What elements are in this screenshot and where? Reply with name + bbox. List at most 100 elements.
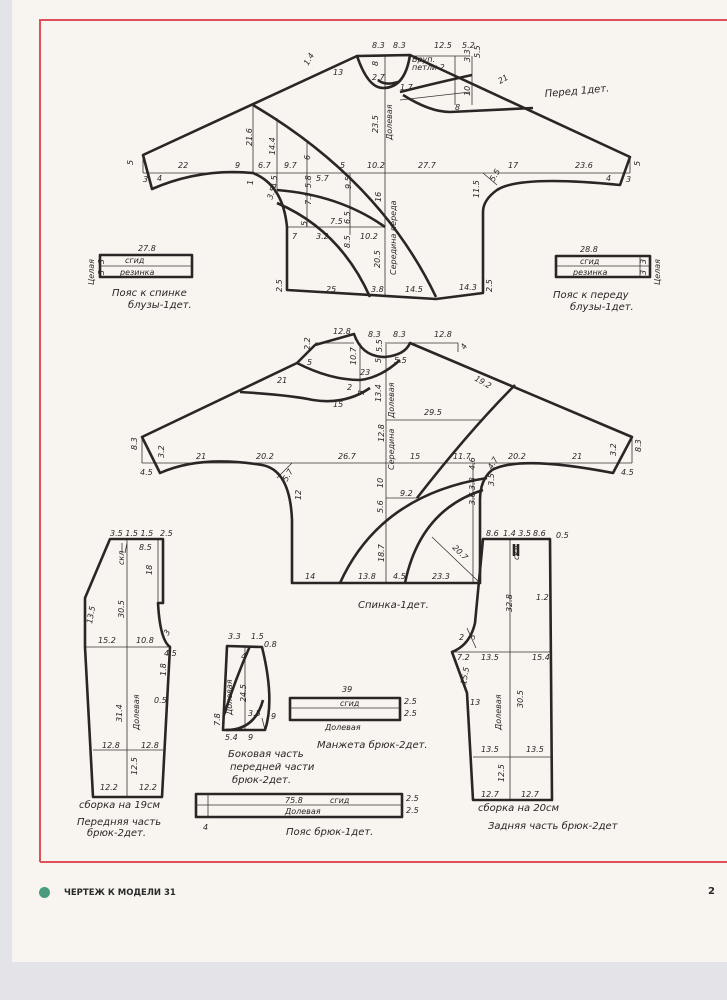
dimension-label: 3.8 (468, 477, 477, 490)
dimension-label: 75.8 (285, 796, 303, 805)
dimension-label: 25 (326, 285, 336, 294)
dimension-label: 28.8 (580, 245, 598, 254)
dimension-label: 13 (333, 68, 343, 77)
dimension-label: 4 (157, 174, 162, 183)
dimension-label: 5.7 (281, 467, 296, 483)
dimension-label: 12.8 (102, 741, 120, 750)
dimension-label: 5.5 (375, 339, 384, 352)
dimension-label: 21 (497, 73, 510, 86)
dimension-label: Долевая (385, 104, 394, 141)
dimension-label: 7.5 (330, 217, 343, 226)
dimension-label: 9.7 (284, 161, 298, 170)
dimension-label: Долевая (225, 679, 234, 716)
dimension-label: 10 (376, 478, 385, 488)
dimension-label: сгид (580, 257, 600, 266)
dimension-label: 12.7 (521, 790, 540, 799)
dimension-label: 7.3 (304, 192, 313, 205)
dimension-label: 2 (347, 383, 352, 392)
dimension-label: 3 (97, 270, 106, 275)
dimension-label: 13.5 (481, 745, 499, 754)
dimension-label: 1.7 (400, 83, 414, 92)
dimension-label: 8.6 (533, 529, 546, 538)
piece-caption: сборка на 19см (79, 799, 161, 811)
dimension-label: 2.5 (404, 709, 417, 718)
back-belt-piece (98, 253, 194, 279)
dimension-label: петли 2 (412, 63, 445, 72)
dimension-label: 39 (342, 685, 352, 694)
dimension-label: 7.2 (457, 653, 470, 662)
dimension-label: Середина переда (389, 200, 398, 275)
dimension-label: 2.5 (406, 806, 419, 815)
side-piece (221, 644, 271, 732)
dimension-label: 3.5 1.5 1.5 (110, 529, 153, 538)
dimension-label: 10.8 (136, 636, 154, 645)
dimension-label: 9.2 (400, 489, 413, 498)
dimension-label: 3 (162, 628, 172, 637)
dimension-label: 20.5 (373, 250, 382, 268)
dimension-label: 3.5 (248, 709, 261, 718)
dimension-label: 2.5 (160, 529, 173, 538)
dimension-label: 8 (455, 103, 460, 112)
dimension-label: 12.2 (100, 783, 118, 792)
dimension-label: 29.5 (424, 408, 442, 417)
dimension-label: 8.5 (343, 235, 352, 248)
dimension-label: 5.5 (488, 167, 502, 183)
dimension-label: Долевая (324, 723, 361, 732)
cuff-piece (288, 696, 402, 722)
dimension-label: 23 (360, 368, 370, 377)
dimension-label: 12.8 (141, 741, 159, 750)
dimension-label: скл (117, 551, 126, 565)
dimension-label: 4.5 (270, 175, 279, 188)
dimension-label: 14 (305, 572, 315, 581)
front-bodice-piece (141, 53, 632, 301)
dimension-label: 5 (374, 358, 383, 363)
dimension-label: 4.5 (164, 649, 177, 658)
piece-caption: Манжета брюк-2дет. (317, 739, 428, 751)
piece-caption: Передняя часть (77, 817, 161, 828)
dimension-label: 9.5 (344, 176, 353, 189)
front-trousers-piece (83, 537, 172, 799)
dimension-label: 13.5 (526, 745, 544, 754)
waistband-piece (194, 792, 404, 819)
dimension-label: Целая (87, 259, 96, 285)
dimension-label: 15.2 (98, 636, 116, 645)
dimension-label: 3.2 (316, 232, 329, 241)
dimension-label: сгид (330, 796, 350, 805)
dimension-label: 10.2 (360, 232, 378, 241)
dimension-label: 15.5 (459, 666, 471, 685)
dimension-label: 5.7 (316, 174, 330, 183)
dimension-label: 20.2 (508, 452, 526, 461)
dimension-label: 12.5 (130, 757, 139, 775)
dimension-label: 7.8 (213, 713, 222, 726)
dimension-label: 9 (248, 733, 253, 742)
dimension-label: 12.5 (434, 41, 452, 50)
piece-caption: передней части (230, 762, 315, 773)
back-trousers-piece (450, 537, 554, 802)
page-number: 2 (708, 886, 715, 897)
dimension-label: 5 (300, 221, 309, 226)
dimension-label: 13.5 (481, 653, 499, 662)
dimension-label: 23.5 (371, 115, 380, 133)
dimension-label: 22 (178, 161, 188, 170)
dimension-label: 13.8 (358, 572, 376, 581)
dimension-label: 12.8 (333, 327, 351, 336)
dimension-label: 15.4 (532, 653, 550, 662)
dimension-label: 2.5 (485, 279, 494, 292)
dimension-label: 3 (357, 390, 366, 395)
dimension-label: резинка (119, 268, 155, 277)
dimension-label: 3.2 (157, 445, 166, 458)
dimension-label: 6.5 (343, 211, 352, 224)
dimension-label: 1.5 (251, 632, 264, 641)
dimension-label: 0.8 (264, 640, 277, 649)
dimension-label: 2.5 (404, 697, 417, 706)
dimension-label: 21 (277, 376, 287, 385)
piece-caption: блузы-1дет. (128, 299, 192, 311)
dimension-label: Долевая (387, 382, 396, 419)
piece-caption: Боковая часть (228, 749, 304, 760)
piece-caption: Задняя часть брюк-2дет (488, 820, 619, 832)
dimension-label: 0.5 (154, 696, 167, 705)
dimension-label: 4 (203, 823, 208, 832)
piece-caption: блузы-1дет. (570, 301, 634, 313)
